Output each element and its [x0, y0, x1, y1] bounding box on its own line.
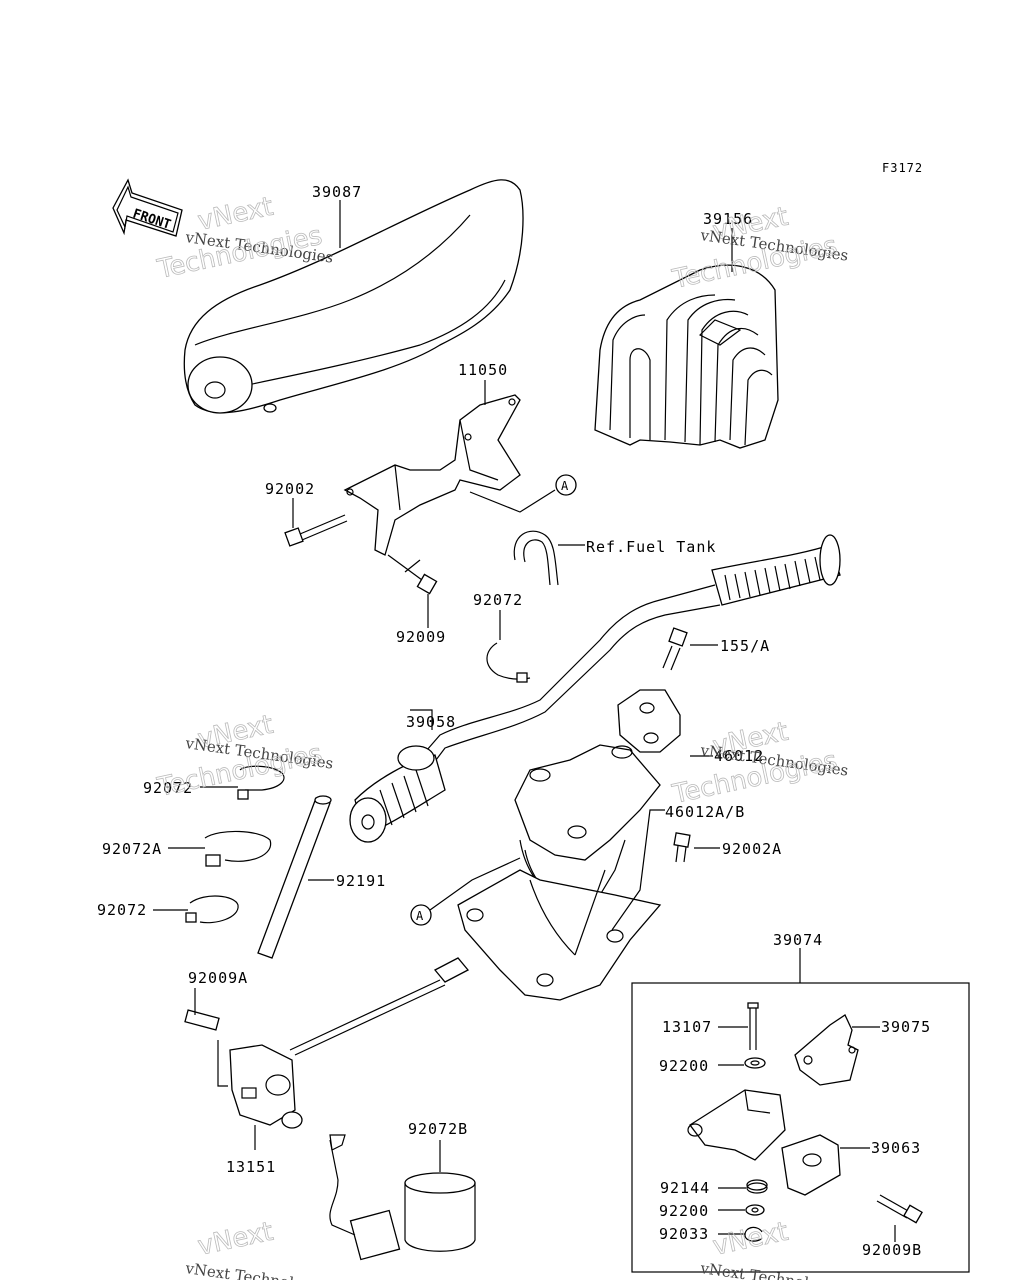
- part-number-46012ab: 46012A/B: [665, 803, 745, 821]
- part-number-92002a: 92002A: [722, 840, 782, 858]
- bracket-39075-drawing: [794, 1014, 859, 1086]
- seat-cover-drawing: [183, 179, 524, 414]
- bracket-drawing: [343, 394, 521, 556]
- callout-a-top: A: [469, 474, 577, 513]
- washer-92200-bottom-drawing: [745, 1204, 765, 1216]
- clamp-92072-top-drawing: [486, 642, 531, 683]
- part-number-92033: 92033: [659, 1225, 709, 1243]
- bolt-92009-drawing: [387, 554, 438, 595]
- part-number-92200-top: 92200: [659, 1057, 709, 1075]
- tube-92191-drawing: [257, 795, 332, 959]
- svg-text:vNext: vNext: [710, 1217, 791, 1262]
- part-number-39156: 39156: [703, 210, 753, 228]
- part-number-155a: 155/A: [720, 637, 770, 655]
- switch-assembly-drawing: [184, 957, 470, 1129]
- part-number-92072-mid: 92072: [143, 779, 193, 797]
- bolt-92009b-drawing: [876, 1194, 923, 1224]
- part-number-92144: 92144: [660, 1179, 710, 1197]
- svg-text:vNext Technologies: vNext Technologies: [183, 1259, 334, 1280]
- part-number-39063: 39063: [871, 1139, 921, 1157]
- part-number-39058: 39058: [406, 713, 456, 731]
- part-number-46012: 46012: [714, 747, 764, 765]
- circlip-92033-drawing: [744, 1226, 763, 1242]
- part-number-39074: 39074: [773, 931, 823, 949]
- part-number-92072-top: 92072: [473, 591, 523, 609]
- part-number-92002: 92002: [265, 480, 315, 498]
- handlebar-drawing: [349, 534, 841, 843]
- watermark-4: vNext vNext Technologies Technologies: [669, 716, 850, 810]
- watermark-3: vNext vNext Technologies Technologies: [154, 709, 335, 803]
- part-number-92191: 92191: [336, 872, 386, 890]
- washer-92200-top-drawing: [744, 1057, 766, 1069]
- part-number-92009b: 92009B: [862, 1241, 922, 1259]
- spring-92144-drawing: [746, 1179, 768, 1194]
- watermark-5: vNext vNext Technologies: [183, 1216, 334, 1280]
- clamp-92072-bottom-drawing: [185, 895, 239, 924]
- part-number-92072b: 92072B: [408, 1120, 468, 1138]
- steering-cover-drawing: [594, 264, 779, 449]
- lanyard-clamp-drawing: [329, 1134, 476, 1261]
- svg-text:vNext Technologies: vNext Technologies: [698, 1259, 849, 1280]
- part-number-92009a: 92009A: [188, 969, 248, 987]
- svg-text:A: A: [416, 909, 424, 923]
- part-number-92200-bottom: 92200: [659, 1202, 709, 1220]
- ref-fuel-tank-note: Ref.Fuel Tank: [586, 538, 716, 556]
- lever-holder-drawing: [687, 1089, 786, 1161]
- watermark-6: vNext vNext Technologies: [698, 1216, 849, 1280]
- part-number-92072-bottom: 92072: [97, 901, 147, 919]
- pin-13107-drawing: [747, 1002, 759, 1050]
- part-number-13151: 13151: [226, 1158, 276, 1176]
- part-number-39075: 39075: [881, 1018, 931, 1036]
- cap-39063-drawing: [781, 1134, 841, 1196]
- callout-a-bottom: A: [410, 857, 521, 926]
- upper-clamp-drawing: [617, 689, 681, 753]
- clamp-92072a-drawing: [204, 830, 272, 867]
- figure-code: F3172: [882, 161, 923, 175]
- clamp-92072-mid-drawing: [237, 765, 285, 800]
- part-number-11050: 11050: [458, 361, 508, 379]
- bolt-92002a-drawing: [673, 832, 691, 863]
- part-number-92072a: 92072A: [102, 840, 162, 858]
- steering-holder-drawing: [457, 744, 662, 1001]
- part-number-39087: 39087: [312, 183, 362, 201]
- bolt-92002-drawing: [284, 514, 348, 547]
- fuel-hose-drawing: [513, 530, 559, 586]
- bolt-155a-drawing: [662, 627, 688, 671]
- svg-text:A: A: [561, 479, 569, 493]
- part-number-13107: 13107: [662, 1018, 712, 1036]
- front-arrow-icon: FRONT: [112, 178, 183, 237]
- svg-text:vNext: vNext: [195, 1217, 276, 1262]
- part-number-92009: 92009: [396, 628, 446, 646]
